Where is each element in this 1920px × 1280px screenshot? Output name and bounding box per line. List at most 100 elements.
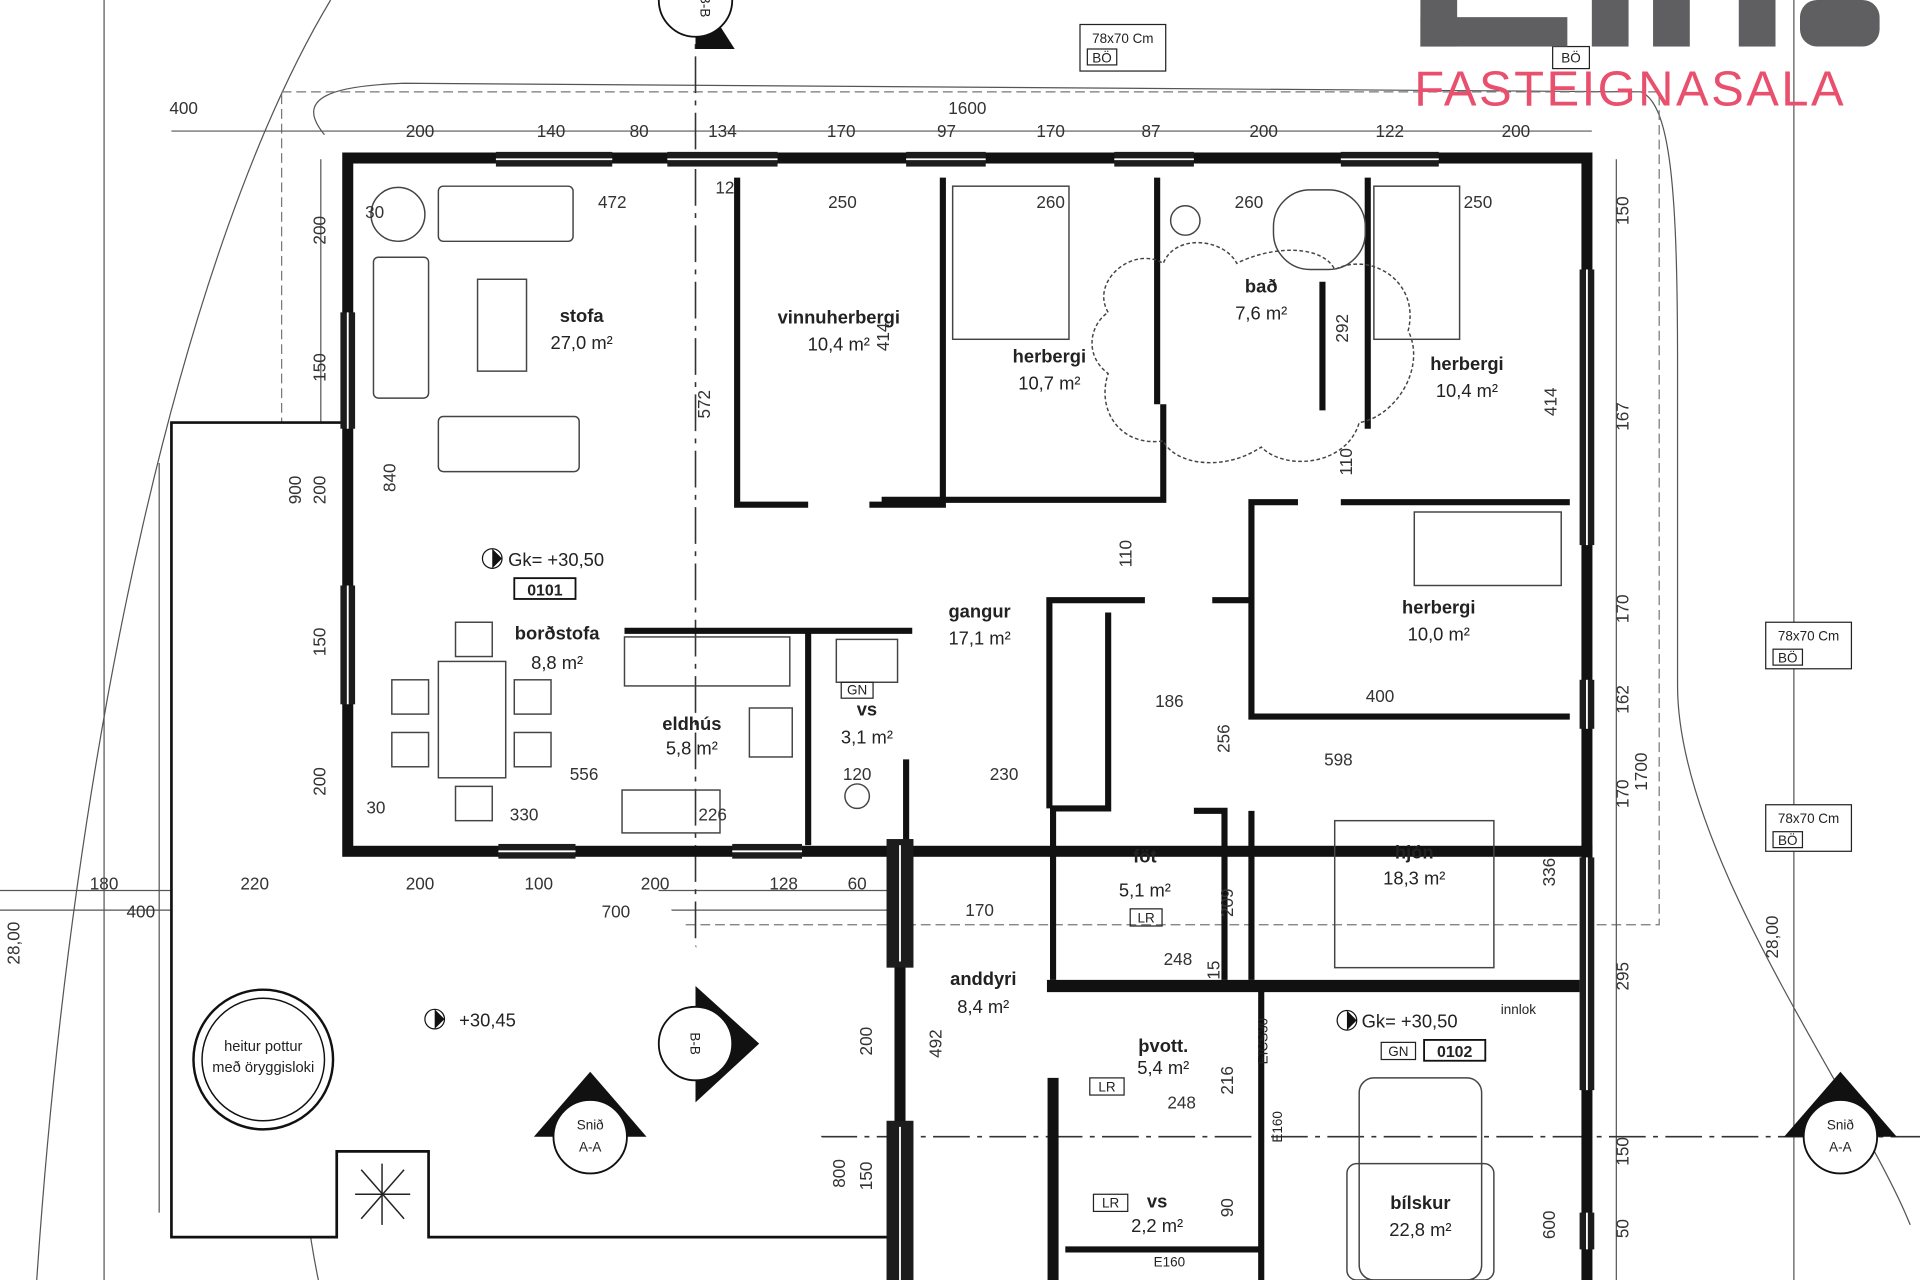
dimension: 200 — [406, 121, 435, 141]
lr-tag: LR — [1102, 1196, 1119, 1211]
terrace: heitur pottur með öryggisloki — [158, 421, 888, 1239]
room-name: þvott. — [1138, 1035, 1188, 1056]
dimension: 150 — [310, 628, 330, 657]
dimension: 120 — [843, 764, 872, 784]
dimension: 200 — [310, 476, 330, 505]
dimension: 598 — [1324, 750, 1353, 770]
window — [732, 843, 803, 859]
section-id: B-B — [688, 1032, 703, 1054]
unit-number: 0102 — [1437, 1044, 1473, 1061]
window — [886, 839, 914, 968]
dimension: 492 — [926, 1029, 946, 1058]
logo-subtitle: FASTEIGNASALA — [1414, 62, 1846, 116]
section-marker-a: Snið A-A — [533, 1071, 647, 1175]
dimensions: 1600 200 140 80 134 170 97 170 87 200 12… — [4, 98, 1782, 1239]
dimension: 1700 — [1631, 753, 1651, 791]
dimension: 600 — [1539, 1211, 1559, 1240]
dimension: 170 — [1613, 779, 1633, 808]
level-label: +30,45 — [459, 1009, 516, 1030]
dimension: 100 — [524, 873, 553, 893]
dimension: 260 — [1235, 192, 1264, 212]
room-area: 10,4 m² — [1436, 380, 1498, 401]
dimension: 60 — [848, 873, 867, 893]
dimension: 295 — [1613, 962, 1633, 991]
dimension: 414 — [873, 322, 893, 351]
dimension: 90 — [1217, 1198, 1237, 1217]
dimension: 292 — [1332, 314, 1352, 343]
dimension: 167 — [1613, 402, 1633, 431]
brand-logo: FASTEIGNASALA — [1414, 0, 1880, 116]
room-area: 5,4 m² — [1137, 1057, 1189, 1078]
window-spec-tag: BÖ — [1778, 833, 1797, 848]
dimension: 110 — [1336, 448, 1356, 475]
dimension: 216 — [1217, 1066, 1237, 1095]
window-spec-label: 78x70 Cm — [1778, 811, 1839, 826]
section-id: B-B — [697, 0, 712, 17]
window-spec: 78x70 Cm BÖ — [1079, 23, 1167, 72]
room-name: bað — [1245, 276, 1278, 297]
interior-walls — [624, 177, 1580, 1280]
level-marker-icon — [1336, 1009, 1358, 1031]
room-area: 3,1 m² — [841, 726, 893, 747]
dimension: 200 — [1249, 121, 1278, 141]
window — [906, 151, 986, 167]
room-name: herbergi — [1402, 597, 1475, 618]
room-area: 10,0 m² — [1408, 624, 1470, 645]
window-spec-tag: BÖ — [1092, 50, 1111, 65]
window — [1114, 151, 1194, 167]
room-name: vs — [857, 698, 877, 719]
fire-rating: EICS30 — [1255, 1018, 1270, 1064]
window — [340, 585, 356, 705]
dimension: 840 — [380, 463, 400, 492]
dimension: 260 — [1036, 192, 1065, 212]
gn-tag: GN — [847, 683, 867, 698]
window-spec-label: 78x70 Cm — [1092, 31, 1153, 46]
dimension: 200 — [406, 873, 435, 893]
room-area: 7,6 m² — [1235, 303, 1287, 324]
windows — [340, 151, 1595, 1280]
dimension: 400 — [169, 98, 198, 118]
note: innlok — [1501, 1002, 1536, 1017]
level-label: Gk= +30,50 — [508, 549, 604, 570]
window-spec-tag: BÖ — [1561, 50, 1580, 65]
room-area: 8,8 m² — [531, 652, 583, 673]
section-markers: Snið A-A Snið A-A B-B B-B — [533, 0, 1897, 1175]
dimension: 248 — [1164, 949, 1193, 969]
hot-tub-label: heitur pottur — [224, 1039, 302, 1055]
dimension: 87 — [1141, 121, 1160, 141]
level-marker-icon — [424, 1008, 446, 1030]
room-name: vinnuherbergi — [778, 306, 900, 327]
window — [340, 312, 356, 429]
room-area: 5,1 m² — [1119, 880, 1171, 901]
dimension: 170 — [1613, 594, 1633, 623]
window — [1579, 1212, 1595, 1250]
dimension: 200 — [1502, 121, 1531, 141]
dimension: 336 — [1539, 858, 1559, 887]
room-area: 10,7 m² — [1018, 373, 1080, 394]
window — [495, 151, 613, 167]
section-marker-a: Snið A-A — [1784, 1071, 1897, 1175]
lr-tag: LR — [1138, 910, 1155, 925]
room-name: anddyri — [950, 968, 1016, 989]
dimension: 250 — [1464, 192, 1493, 212]
room-area: 22,8 m² — [1389, 1219, 1451, 1240]
window-spec: 78x70 Cm BÖ — [1765, 621, 1853, 670]
dimension: 170 — [965, 900, 994, 920]
dimension: 170 — [1036, 121, 1065, 141]
room-area: 8,4 m² — [957, 996, 1009, 1017]
dimension: 97 — [937, 121, 956, 141]
section-label: Snið — [1827, 1117, 1854, 1132]
dimension: 220 — [240, 873, 269, 893]
dimension: 200 — [641, 873, 670, 893]
room-name: stofa — [560, 305, 605, 326]
fire-rating: E160 — [1154, 1255, 1185, 1270]
room-name: herbergi — [1430, 353, 1503, 374]
dimension: 122 — [1376, 121, 1405, 141]
level-label: Gk= +30,50 — [1362, 1011, 1458, 1032]
dimension: 170 — [827, 121, 856, 141]
dimension: 800 — [829, 1159, 849, 1188]
plant-icon — [355, 1163, 411, 1225]
dimension: 200 — [310, 767, 330, 796]
dimension: 50 — [1613, 1219, 1633, 1238]
hot-tub-label-2: með öryggisloki — [212, 1060, 314, 1076]
